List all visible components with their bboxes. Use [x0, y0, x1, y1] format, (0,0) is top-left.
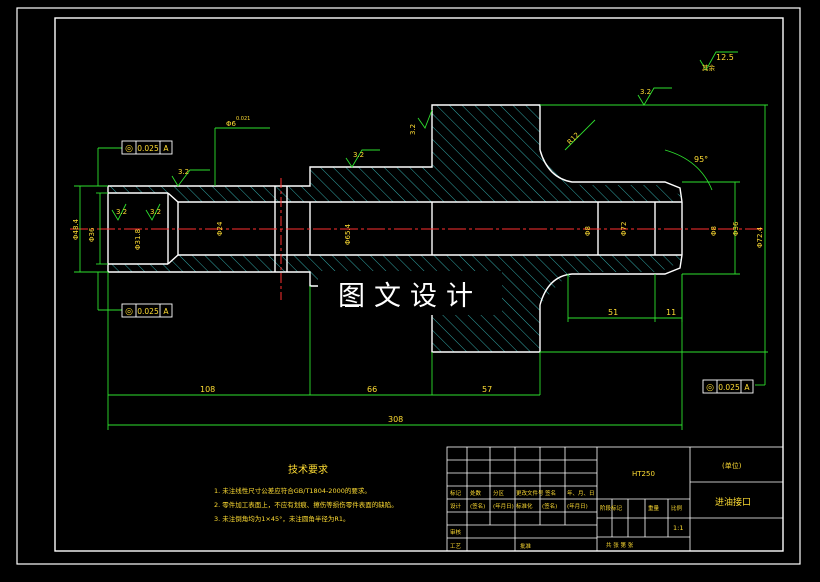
tb-standard-sign: (签名)	[542, 502, 557, 510]
tb-stage: 阶段标记	[600, 504, 623, 512]
tb-scale: 1:1	[673, 524, 683, 532]
dim-11: 11	[666, 308, 676, 317]
dim-66: 66	[367, 385, 377, 394]
dia-72: Φ72	[620, 222, 628, 236]
finish-mark-4: 3.2	[640, 88, 651, 96]
watermark-dash	[345, 306, 359, 307]
tech-req-title: 技术要求	[288, 463, 328, 476]
inner-border	[54, 17, 784, 552]
dia-31: Φ31.8	[134, 229, 142, 250]
tb-approve: 批准	[520, 542, 532, 550]
tolerance-datum: A	[744, 383, 750, 392]
dimension-lines	[74, 104, 768, 430]
dia-36-left: Φ36	[88, 227, 96, 242]
dim-308: 308	[388, 415, 403, 424]
dim-51: 51	[608, 308, 618, 317]
dia-48: Φ48.4	[72, 218, 80, 240]
tolerance-frame-2: ◎ 0.025 A	[121, 303, 173, 318]
dia-72-4: Φ72.4	[756, 226, 764, 248]
tb-sign: 签名	[545, 489, 556, 497]
tb-review: 审核	[450, 528, 462, 536]
dia-8-b: Φ8	[710, 226, 718, 236]
tb-mark: 标记	[450, 489, 462, 497]
tb-scale-label: 比例	[671, 504, 683, 512]
finish-mark-2: 3.2	[353, 151, 364, 159]
tolerance-datum: A	[163, 307, 169, 316]
tb-standard: 标准化	[516, 502, 533, 510]
finish-mark-5: 3.2	[116, 208, 127, 216]
dia-65: Φ65.4	[344, 223, 352, 245]
tolerance-datum: A	[163, 144, 169, 153]
technical-requirements: 技术要求 1. 未注线性尺寸公差应符合GB/T1804-2000的要求。 2. …	[214, 463, 398, 523]
tb-part-name: 进油接口	[715, 496, 751, 508]
radius-label: R12	[566, 131, 581, 146]
tb-zone: 分区	[493, 489, 505, 497]
tb-design: 设计	[450, 502, 462, 510]
tolerance-value: 0.025	[718, 383, 740, 392]
outer-border	[16, 7, 801, 565]
tb-weight: 重量	[648, 504, 660, 512]
tb-sheet: 共 张 第 张	[606, 541, 634, 549]
finish-top-right: 12.5	[716, 53, 734, 62]
concentricity-icon: ◎	[125, 307, 133, 317]
title-block	[446, 446, 784, 552]
tech-req-item-3: 3. 未注倒角均为1×45°，未注圆角半径为R1。	[214, 514, 350, 523]
finish-mark-1: 3.2	[178, 168, 189, 176]
tb-date: 年、月、日	[567, 489, 595, 497]
tb-design-date: (年月日)	[493, 502, 514, 510]
tb-standard-date: (年月日)	[567, 502, 588, 510]
tolerance-value: 0.025	[137, 144, 159, 153]
surface-finish-symbols	[111, 51, 738, 221]
tol-top: 0.021	[236, 116, 250, 122]
tolerance-value: 0.025	[137, 307, 159, 316]
dim-108: 108	[200, 385, 215, 394]
title-block-text: 标记 处数 分区 更改文件号 签名 年、月、日 设计 (签名) (年月日) 标准…	[450, 461, 751, 550]
concentricity-icon: ◎	[706, 383, 714, 393]
watermark: 图文设计	[318, 271, 502, 315]
tb-unit: (单位)	[722, 461, 742, 470]
tech-req-item-2: 2. 零件加工表面上，不应有划痕、擦伤等损伤零件表面的缺陷。	[214, 500, 398, 509]
dia-36-right: Φ36	[732, 221, 740, 236]
angle-95: 95°	[694, 155, 708, 164]
concentricity-icon: ◎	[125, 144, 133, 154]
tech-req-item-1: 1. 未注线性尺寸公差应符合GB/T1804-2000的要求。	[214, 486, 371, 495]
dia-24: Φ24	[216, 221, 224, 236]
tb-change-doc: 更改文件号	[516, 489, 544, 497]
finish-mark-6: 3.2	[150, 208, 161, 216]
dia-callout-top: Φ6	[226, 120, 237, 128]
tolerance-frame-3: ◎ 0.025 A	[702, 379, 754, 394]
finish-mark-3: 3.2	[409, 124, 417, 135]
finish-note: 其余	[702, 63, 716, 72]
annotations: 12.5 其余 3.2 3.2 3.2 3.2 3.2 3.2 Φ6 0.021…	[72, 53, 764, 424]
dia-8-a: Φ8	[584, 226, 592, 236]
tolerance-frame-1: ◎ 0.025 A	[121, 140, 173, 155]
tb-process: 工艺	[450, 543, 462, 550]
tb-design-sign: (签名)	[470, 502, 485, 510]
tb-count: 处数	[470, 489, 482, 497]
tb-material: HT250	[632, 470, 655, 478]
dim-57: 57	[482, 385, 492, 394]
